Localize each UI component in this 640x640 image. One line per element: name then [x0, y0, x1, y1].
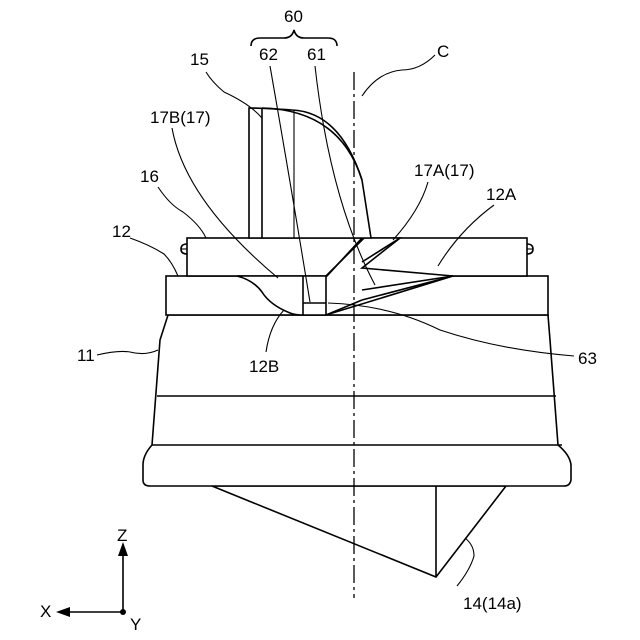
label-62: 62 [259, 45, 278, 64]
label-14: 14(14a) [463, 594, 522, 613]
label-61: 61 [307, 45, 326, 64]
label-15: 15 [190, 50, 209, 69]
axis-y-label: Y [130, 615, 141, 634]
label-12a: 12A [486, 185, 517, 204]
axis-x-label: X [40, 602, 51, 621]
label-17a: 17A(17) [414, 161, 474, 180]
main-body [143, 315, 571, 486]
label-16: 16 [140, 167, 159, 186]
label-c: C [437, 42, 449, 61]
label-12: 12 [112, 222, 131, 241]
coordinate-axes: Z X Y [40, 526, 141, 634]
bracket-60 [251, 30, 337, 46]
axis-z-label: Z [117, 526, 127, 545]
rod-15 [249, 108, 371, 238]
label-63: 63 [578, 349, 597, 368]
label-60: 60 [284, 7, 303, 26]
label-12b: 12B [249, 357, 279, 376]
label-17b: 17B(17) [150, 108, 210, 127]
lower-pyramid-part [212, 486, 506, 577]
label-11: 11 [77, 346, 95, 365]
